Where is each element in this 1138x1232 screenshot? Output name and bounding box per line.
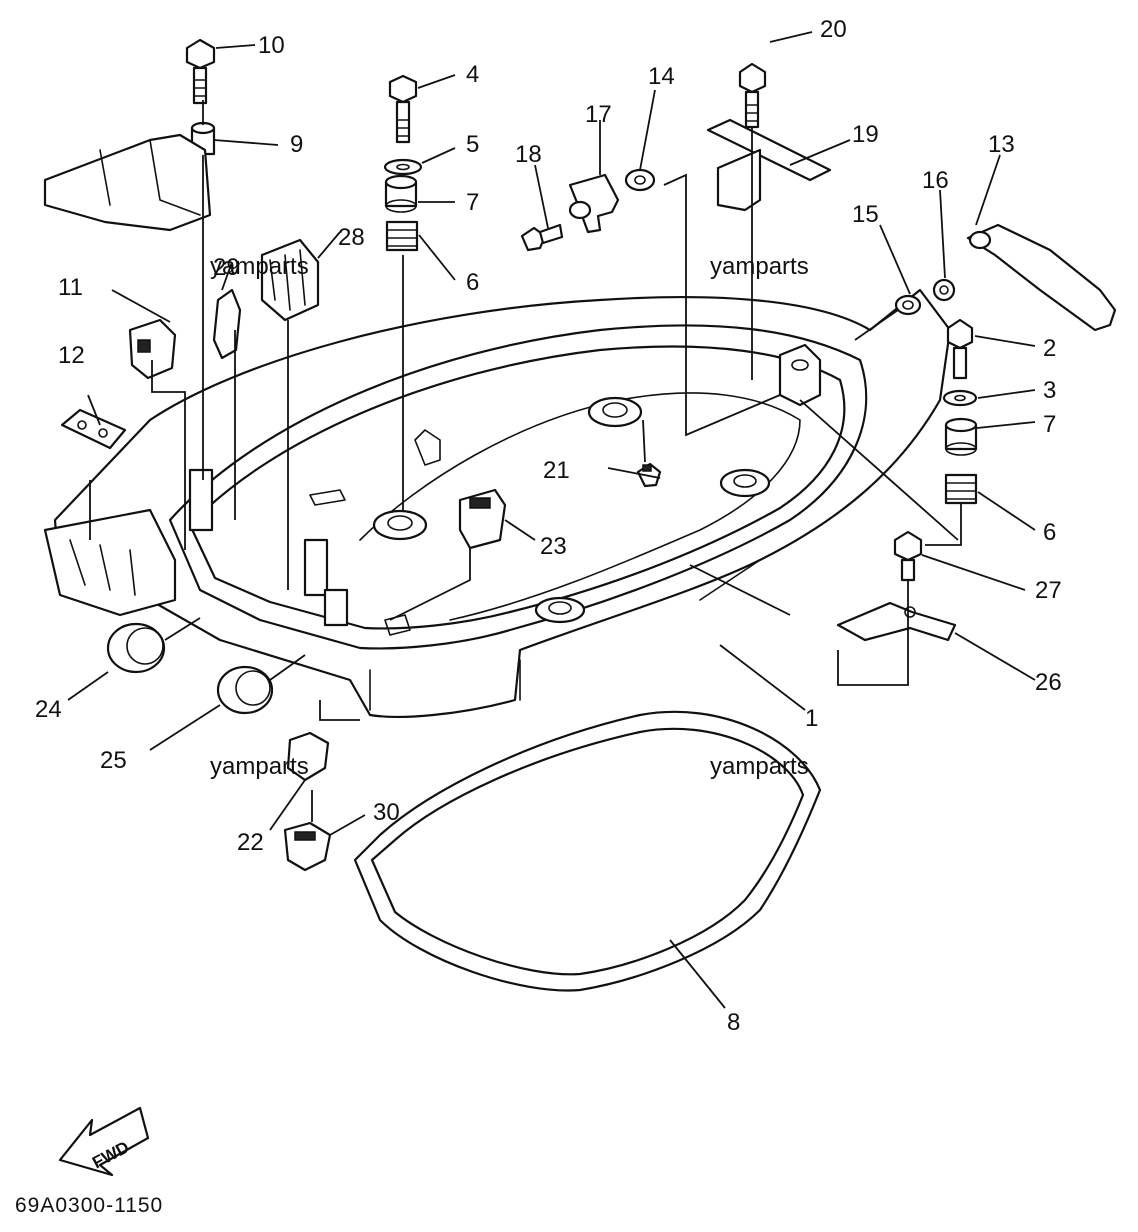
callout-16: 16 <box>922 167 949 194</box>
callout-15: 15 <box>852 201 879 228</box>
bolt-20 <box>738 62 767 129</box>
callout-26: 26 <box>1035 669 1062 696</box>
callout-19: 19 <box>852 121 879 148</box>
callout-5b: 5 <box>466 131 479 158</box>
washer-3 <box>942 389 978 407</box>
watermark-1: yamparts <box>210 253 309 280</box>
callout-7b: 7 <box>1043 411 1056 438</box>
watermark-3: yamparts <box>210 753 309 780</box>
grommet-30 <box>283 821 332 872</box>
callout-20: 20 <box>820 16 847 43</box>
callout-8-gasket: 8 <box>727 1009 740 1036</box>
watermark-4: yamparts <box>710 753 809 780</box>
callout-1: 1 <box>805 705 818 732</box>
grommet-6-right <box>944 473 978 505</box>
bolt-4 <box>388 74 418 144</box>
callout-23: 23 <box>540 533 567 560</box>
bracket-19 <box>706 118 832 212</box>
grommet-6-left <box>385 220 419 252</box>
bolt-27 <box>893 530 923 582</box>
lever-13 <box>966 223 1117 332</box>
cap-24 <box>106 622 166 674</box>
plate-12 <box>60 408 127 450</box>
grommet-22 <box>286 731 330 782</box>
callout-25: 25 <box>100 747 127 774</box>
bolt-10 <box>185 38 216 105</box>
drawing-code: 69A0300-1150 <box>15 1194 163 1217</box>
collar-7-right <box>944 417 978 456</box>
callout-18: 18 <box>515 141 542 168</box>
callout-14: 14 <box>648 63 675 90</box>
bushing-14 <box>624 168 656 192</box>
callout-3: 3 <box>1043 377 1056 404</box>
cowling-gasket <box>353 710 822 992</box>
plug-23 <box>458 488 507 550</box>
bracket-left-top <box>43 133 212 232</box>
lever-17 <box>568 173 620 234</box>
callout-7-left: 7 <box>466 189 479 216</box>
washer-5 <box>383 158 423 176</box>
callout-22: 22 <box>237 829 264 856</box>
grommet-15 <box>894 294 922 316</box>
callout-27: 27 <box>1035 577 1062 604</box>
bracket-26 <box>836 601 957 642</box>
callout-12: 12 <box>58 342 85 369</box>
callout-17: 17 <box>585 101 612 128</box>
callout-24: 24 <box>35 696 62 723</box>
callout-21: 21 <box>543 457 570 484</box>
clip-29 <box>212 288 242 360</box>
callout-4: 4 <box>466 61 479 88</box>
callout-11: 11 <box>58 274 83 301</box>
callout-2: 2 <box>1043 335 1056 362</box>
washer-16 <box>932 278 956 302</box>
bolt-2 <box>946 318 974 380</box>
bolt-18 <box>520 223 564 252</box>
callout-6-right: 6 <box>1043 519 1056 546</box>
callout-29: 29 <box>213 254 240 281</box>
callout-10: 10 <box>258 32 285 59</box>
callout-30: 30 <box>373 799 400 826</box>
callout-9: 9 <box>290 131 303 158</box>
callout-13: 13 <box>988 131 1015 158</box>
leader-lines <box>67 31 1036 1009</box>
relay-28 <box>260 238 320 322</box>
callout-28: 28 <box>338 224 365 251</box>
cap-25 <box>216 665 274 715</box>
callout-6-left: 6 <box>466 269 479 296</box>
watermark-2: yamparts <box>710 253 809 280</box>
callouts: 10 9 4 5 7 6 28 29 11 12 18 17 14 20 19 … <box>35 16 1062 856</box>
switch-11 <box>128 318 177 380</box>
collar-7-left <box>384 174 418 213</box>
forward-arrow-icon: FWD <box>58 1106 150 1177</box>
